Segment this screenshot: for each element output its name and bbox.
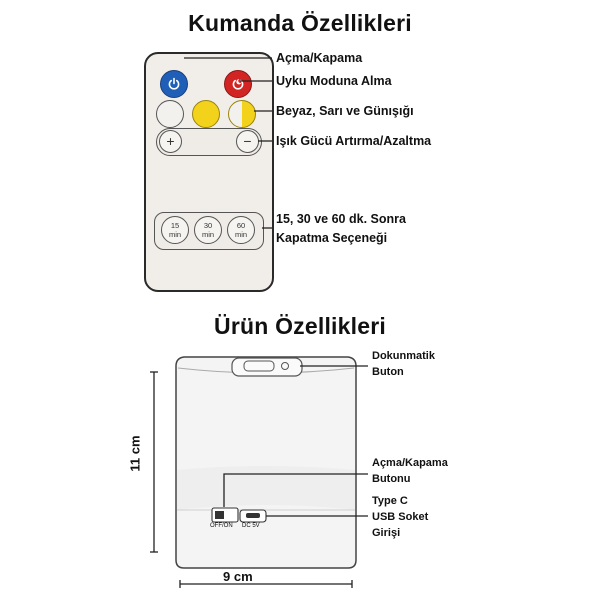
timer-value: 60 bbox=[236, 221, 246, 230]
timer-control: 15 min 30 min 60 min bbox=[154, 212, 264, 250]
height-dimension bbox=[150, 371, 158, 553]
port-print-label: DC 5V bbox=[242, 523, 260, 529]
label-switch-line1: Açma/Kapama bbox=[372, 457, 448, 469]
product-lamp bbox=[175, 356, 357, 569]
timer-30-button[interactable]: 30 min bbox=[194, 216, 222, 244]
moon-power-icon bbox=[232, 79, 244, 90]
timer-unit: min bbox=[201, 230, 215, 239]
timer-value: 30 bbox=[203, 221, 213, 230]
label-touch-line1: Dokunmatik bbox=[372, 350, 435, 362]
timer-unit: min bbox=[234, 230, 248, 239]
label-brightness: Işık Gücü Artırma/Azaltma bbox=[276, 134, 432, 148]
timer-unit: min bbox=[168, 230, 182, 239]
brightness-down-button[interactable]: − bbox=[236, 130, 259, 153]
timer-15-button[interactable]: 15 min bbox=[161, 216, 189, 244]
callout-line-switch bbox=[223, 473, 368, 507]
label-sleep: Uyku Moduna Alma bbox=[276, 74, 392, 88]
label-usb-line2: USB Soket bbox=[372, 511, 429, 523]
label-switch-line2: Butonu bbox=[372, 473, 411, 485]
label-timer-line1: 15, 30 ve 60 dk. Sonra bbox=[276, 212, 406, 226]
daylight-button[interactable] bbox=[228, 100, 256, 128]
remote-features-title: Kumanda Özellikleri bbox=[188, 10, 412, 36]
label-usb-line1: Type C bbox=[372, 495, 408, 507]
power-button[interactable] bbox=[160, 70, 188, 98]
width-label: 9 cm bbox=[223, 569, 253, 584]
timer-60-button[interactable]: 60 min bbox=[227, 216, 255, 244]
label-touch-line2: Buton bbox=[372, 366, 404, 378]
brightness-control: + − bbox=[156, 128, 262, 156]
label-usb-line3: Girişi bbox=[372, 527, 401, 539]
sleep-mode-button[interactable] bbox=[224, 70, 252, 98]
power-icon bbox=[168, 77, 180, 90]
switch-print-label: OFF/ON bbox=[210, 523, 233, 529]
timer-value: 15 bbox=[170, 221, 180, 230]
yellow-light-button[interactable] bbox=[192, 100, 220, 128]
height-label: 11 cm bbox=[127, 435, 143, 472]
label-timer-line2: Kapatma Seçeneği bbox=[276, 231, 388, 245]
white-light-button[interactable] bbox=[156, 100, 184, 128]
product-features-title: Ürün Özellikleri bbox=[214, 313, 386, 339]
remote-control: + − 15 min 30 min 60 min bbox=[144, 52, 274, 292]
brightness-up-button[interactable]: + bbox=[159, 130, 182, 153]
width-dimension bbox=[179, 580, 353, 588]
label-power: Açma/Kapama bbox=[276, 51, 363, 65]
label-colors: Beyaz, Sarı ve Günışığı bbox=[276, 104, 414, 118]
